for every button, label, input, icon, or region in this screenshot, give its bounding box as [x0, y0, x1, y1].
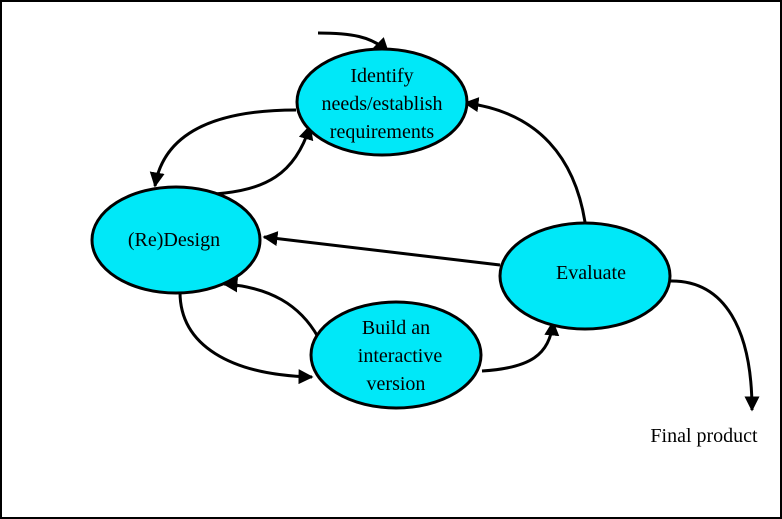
node-design: (Re)Design [90, 185, 262, 295]
node-identify: Identify needs/establish requirements [295, 47, 469, 157]
node-build-line-2: interactive [358, 345, 443, 367]
arrow-evaluate-to-final [669, 279, 760, 412]
node-design-shape [90, 185, 262, 295]
node-build-shape [309, 300, 483, 410]
arrow-evaluate-to-design [262, 231, 501, 267]
node-identify-line-3: requirements [330, 121, 435, 143]
node-evaluate-line-1: Evaluate [556, 262, 626, 284]
arrow-design-to-identify [214, 124, 314, 196]
node-build-line-1: Build an [362, 317, 430, 339]
node-build: Build an interactive version [309, 300, 483, 410]
arrow-evaluate-to-identify [463, 97, 587, 223]
node-evaluate: Evaluate [498, 221, 672, 331]
node-identify-line-1: Identify [350, 65, 413, 87]
node-evaluate-shape [498, 221, 672, 331]
final-product-label: Final product [650, 425, 758, 447]
arrow-design-to-build [178, 291, 314, 385]
arrow-build-to-evaluate [481, 320, 560, 373]
node-design-line-1: (Re)Design [128, 229, 220, 251]
node-identify-shape [295, 47, 469, 157]
node-build-line-3: version [367, 373, 426, 395]
node-identify-line-2: needs/establish [321, 93, 442, 115]
arrow-identify-to-design [149, 108, 297, 188]
arrow-build-to-design [222, 277, 320, 338]
